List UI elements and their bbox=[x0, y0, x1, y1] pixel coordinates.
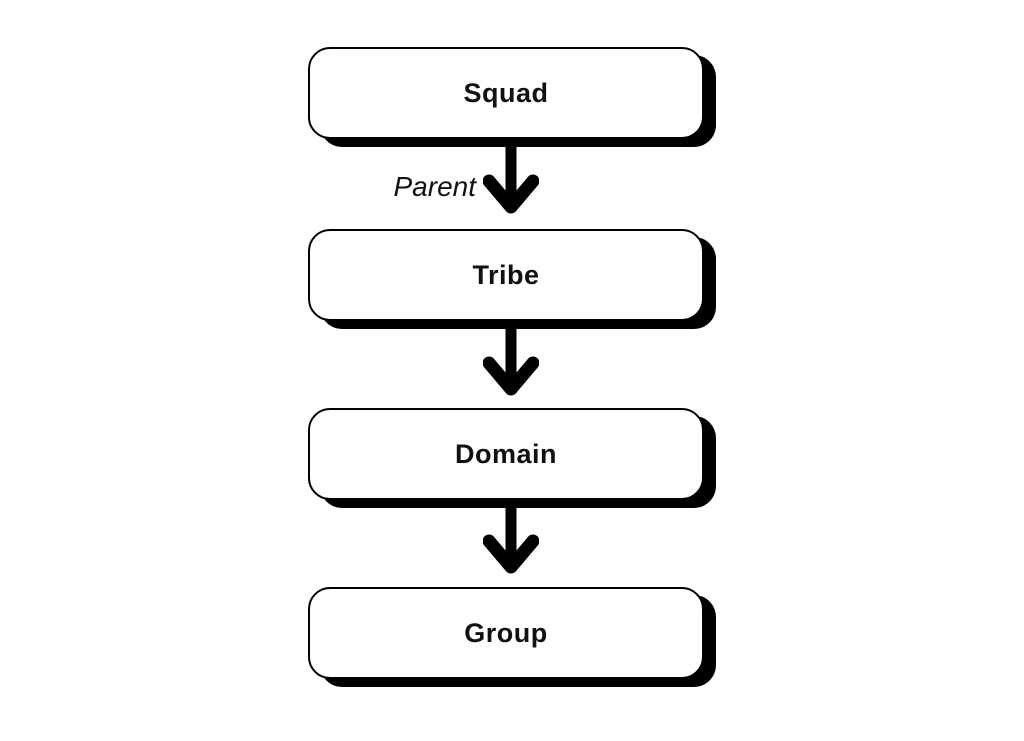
node-group-label: Group bbox=[464, 617, 548, 648]
arrow-down-icon bbox=[483, 499, 539, 574]
edge-label-parent: Parent bbox=[393, 171, 477, 202]
arrow-down-icon bbox=[483, 321, 539, 396]
arrow-down-icon bbox=[483, 139, 539, 214]
node-domain-label: Domain bbox=[454, 438, 557, 469]
node-squad-label: Squad bbox=[463, 77, 549, 108]
node-tribe: Tribe bbox=[308, 229, 704, 321]
node-squad: Squad bbox=[308, 47, 704, 139]
node-domain: Domain bbox=[308, 408, 704, 500]
node-group: Group bbox=[308, 587, 704, 679]
node-tribe-label: Tribe bbox=[472, 259, 540, 290]
